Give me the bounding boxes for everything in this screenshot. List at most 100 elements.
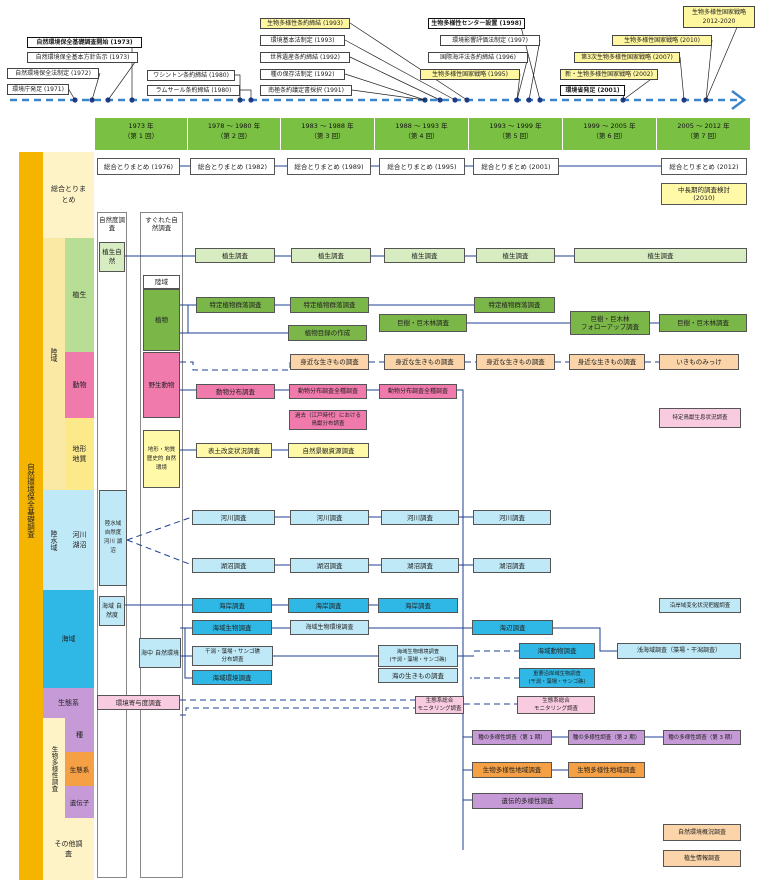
river-2: 河川調査 [192, 510, 275, 525]
period-years: 1978 ～ 1980 年 [207, 122, 261, 130]
sea-category: 海域 [43, 590, 94, 688]
nat-env-info: 自然環境概況調査 [663, 824, 741, 841]
period-4: 1988 ～ 1993 年 （第 4 回） [375, 118, 469, 150]
plant-catalog: 植物目録の作成 [288, 325, 367, 341]
familiar-6: 身近な生きもの調査 [569, 354, 645, 370]
plants: 植物 [143, 289, 180, 351]
land-category-label: 陸域 [50, 348, 58, 362]
event-law-1972: 自然環境保全法制定 (1972) [7, 68, 99, 79]
sea-bio-env-4: 海域生物環境調査 (干潟・藻場・サンゴ礁) [378, 645, 458, 667]
event-strategy-2002: 新・生物多様性国家戦略 (2002) [560, 69, 658, 80]
period-round: （第 6 回） [592, 132, 627, 140]
period-round: （第 2 回） [216, 132, 252, 140]
main-category-bar [19, 152, 43, 880]
event-basic-law-1993: 環境基本法制定 (1993) [260, 35, 345, 46]
eco-monitor-5: 生態系総合 モニタリング調査 [415, 696, 464, 714]
survey-info: 植生情報調査 [663, 850, 741, 867]
specific-plant-5: 特定植物群落調査 [474, 297, 555, 313]
lake-3: 湖沼調査 [290, 558, 369, 573]
naturalness-title: 自然度調査 [99, 216, 125, 232]
biodiversity-bg [43, 718, 65, 818]
period-years: 1993 ～ 1999 年 [489, 122, 542, 130]
period-round: （第 7 回） [686, 132, 721, 140]
period-5: 1993 ～ 1999 年 （第 5 回） [469, 118, 563, 150]
midterm-review: 中長期的調査検討 (2010) [661, 183, 747, 205]
period-years: 1973 年 [128, 122, 154, 130]
landscape-survey: 自然景観資源調査 [288, 443, 369, 458]
biodiversity-label: 生物多様性調査 [50, 746, 58, 792]
summary-1989: 総合とりまとめ (1989) [287, 158, 371, 175]
sea-bio-2: 海域生物調査 [192, 620, 272, 635]
species-category: 種 [65, 718, 94, 752]
veg-survey-3: 植生調査 [291, 248, 371, 263]
familiar-3: 身近な生きもの調査 [290, 354, 369, 370]
event-strategy-1995: 生物多様性国家戦略 (1995) [420, 69, 520, 80]
sea-life: 海の生きもの調査 [378, 668, 458, 683]
period-years: 1988 ～ 1993 年 [395, 122, 448, 130]
event-ministry-2001: 環境省発足 (2001) [560, 85, 625, 96]
gene-category: 遺伝子 [65, 786, 94, 818]
period-round: （第 1 回） [123, 132, 159, 140]
veg-survey-6-7: 植生調査 [574, 248, 747, 263]
ecosystem-category: 生態系 [43, 688, 94, 718]
event-strategy-2010: 生物多様性国家戦略 (2010) [612, 35, 712, 46]
period-round: （第 4 回） [404, 132, 439, 140]
lake-5: 湖沼調査 [473, 558, 551, 573]
species-2: 種の多様性調査（第 2 期） [568, 730, 645, 745]
phyto-region: 陸域 [143, 275, 180, 289]
sea-animals: 海域動物調査 [519, 643, 595, 659]
rivers-category: 河川湖沼 [65, 490, 94, 590]
period-years: 2005 ～ 2012 年 [677, 122, 730, 130]
event-strategy-2007: 第3次生物多様性国家戦略 (2007) [574, 52, 680, 63]
familiar-4: 身近な生きもの調査 [384, 354, 465, 370]
bio-region-6: 生物多様性地域調査 [568, 762, 645, 778]
lake-4: 湖沼調査 [381, 558, 459, 573]
specific-plant-2: 特定植物群落調査 [196, 297, 275, 313]
period-round: （第 3 回） [310, 132, 345, 140]
coast-2: 海岸調査 [192, 598, 272, 613]
fauna-category: 動物 [65, 352, 94, 418]
summary-2012: 総合とりまとめ (2012) [661, 158, 747, 175]
terrain-items: 地形・地質 歴史的 自然環境 [143, 430, 180, 488]
sea-environment: 海中 自然環境 [139, 638, 181, 668]
veg-naturalness: 植生自然 [99, 242, 125, 272]
summary-1995: 総合とりまとめ (1995) [379, 158, 465, 175]
shallow-survey: 浅海域調査（藻場・干潟調査） [617, 643, 741, 659]
event-antarctic-1991: 南極条約議定書採択 (1991) [260, 85, 352, 96]
event-unclos-1996: 国際海洋法条約締結 (1996) [428, 52, 528, 63]
animal-dist-all-3: 動物分布調査全種調査 [289, 384, 367, 399]
sea-env-2: 海域環境調査 [192, 670, 272, 685]
species-3: 種の多様性調査（第 3 期） [663, 730, 741, 745]
eco-monitor-6: 生態系総合 モニタリング調査 [517, 696, 595, 714]
flora-category: 植生 [65, 238, 94, 352]
event-biodiversity-center-1998: 生物多様性センター設置 (1998) [428, 18, 525, 29]
river-4: 河川調査 [381, 510, 459, 525]
river-3: 河川調査 [290, 510, 369, 525]
topsoil-survey: 表土改変状況調査 [196, 443, 272, 458]
veg-survey-5: 植生調査 [476, 248, 555, 263]
event-strategy-2012: 生物多様性国家戦略 2012-2020 [683, 6, 755, 28]
veg-survey-4: 植生調査 [384, 248, 465, 263]
period-round: （第 5 回） [498, 132, 533, 140]
specific-plant-3: 特定植物群落調査 [290, 297, 369, 313]
river-5: 河川調査 [473, 510, 551, 525]
familiar-5: 身近な生きもの調査 [476, 354, 555, 370]
period-1: 1973 年 （第 1 回） [95, 118, 188, 150]
event-washington-1980: ワシントン条約締結 (1980) [147, 70, 235, 81]
period-years: 1999 ～ 2005 年 [583, 122, 636, 130]
bio-region-5: 生物多様性地域調査 [472, 762, 552, 778]
summary-1982: 総合とりまとめ (1982) [190, 158, 275, 175]
river-naturalness: 陸水域 自然度 河川 湖沼 [99, 490, 127, 586]
other-category: その他調査 [43, 818, 94, 880]
tidal-survey: 干潟・藻場・サンゴ礁 分布調査 [192, 646, 273, 666]
veg-survey-2: 植生調査 [195, 248, 275, 263]
terrain-category: 地形地質 [65, 418, 94, 490]
sea-naturalness: 海域 自然度 [99, 596, 125, 626]
coast-4: 海岸調査 [378, 598, 458, 613]
event-agency-1971: 環境庁発足 (1971) [7, 84, 69, 95]
env-watch: 環境寄与度調査 [97, 695, 180, 710]
species-1: 種の多様性調査（第 1 期） [472, 730, 552, 745]
event-eia-law-1997: 環境影響評価法制定 (1997) [440, 35, 540, 46]
event-policy-1973: 自然環境保全基本方針告示 (1973) [27, 52, 138, 63]
past-distribution: 過去（江戸時代）における 鳥獣分布調査 [289, 410, 367, 430]
